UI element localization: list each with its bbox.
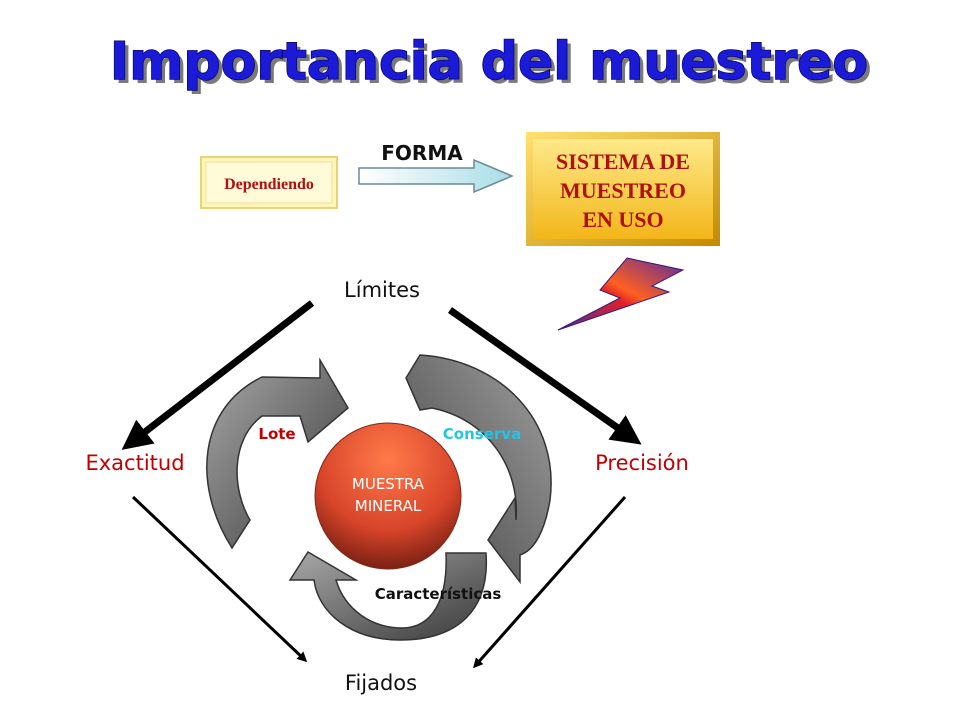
center-circle: MUESTRA MINERAL <box>314 422 462 570</box>
label-conserva: Conserva <box>443 425 521 443</box>
label-lote: Lote <box>258 425 295 443</box>
node-fijados: Fijados <box>345 671 417 695</box>
sistema-line-1: SISTEMA DE <box>556 149 690 174</box>
cycle-arrow-left <box>206 357 349 550</box>
sistema-line-3: EN USO <box>582 207 663 232</box>
dependiendo-box: Dependiendo <box>200 156 338 209</box>
lightning-bolt-icon <box>557 257 685 331</box>
center-line-2: MINERAL <box>355 497 422 515</box>
forma-arrow: FORMA <box>358 141 514 194</box>
arrow-limites-precision <box>447 307 642 445</box>
center-line-1: MUESTRA <box>352 475 425 493</box>
title: Importancia del muestreo Importancia del… <box>109 31 872 96</box>
arrow-precision-fijados <box>473 496 627 669</box>
forma-label: FORMA <box>381 141 463 165</box>
arrow-exactitud-fijados <box>131 495 308 663</box>
arrow-limites-exactitud <box>121 300 315 450</box>
title-shadow: Importancia del muestreo <box>114 36 872 96</box>
cycle-arrow-right <box>405 354 552 585</box>
node-limites: Límites <box>344 278 420 302</box>
label-caracteristicas: Características <box>375 585 502 603</box>
node-precision: Precisión <box>595 451 689 475</box>
sistema-box: SISTEMA DE MUESTREO EN USO <box>526 132 720 246</box>
title-text: Importancia del muestreo <box>110 32 868 92</box>
cycle-arrow-bottom <box>288 550 488 641</box>
sistema-line-2: MUESTREO <box>560 178 686 203</box>
node-exactitud: Exactitud <box>85 451 184 475</box>
dependiendo-label: Dependiendo <box>224 176 314 193</box>
